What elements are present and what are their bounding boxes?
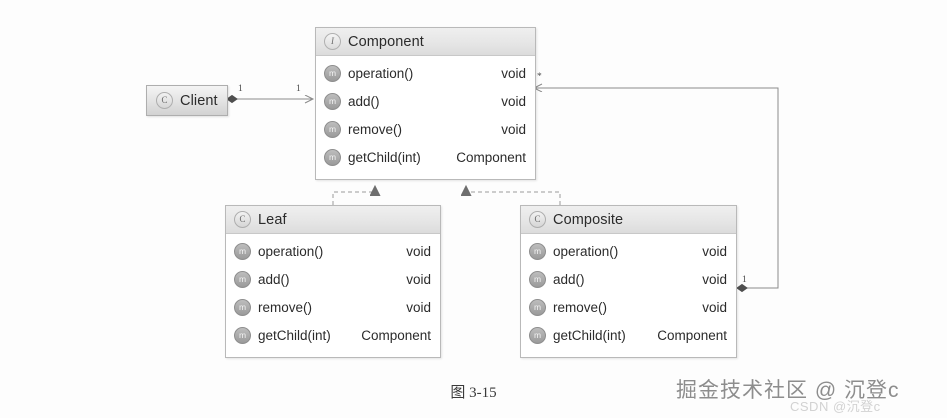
member-name: getChild(int) [258, 327, 331, 343]
member-type: void [501, 121, 526, 137]
method-icon: m [529, 242, 546, 260]
class-name-leaf: Leaf [258, 211, 287, 228]
member-name: remove() [258, 299, 313, 315]
multiplicity-children-target: * [537, 72, 542, 82]
member-row[interactable]: m remove() void [226, 293, 440, 321]
method-icon: m [234, 326, 251, 344]
class-name-composite: Composite [553, 211, 624, 228]
member-row[interactable]: m operation() void [316, 59, 535, 87]
class-box-leaf[interactable]: C Leaf m operation() void m add() void m… [225, 205, 441, 358]
member-list-composite: m operation() void m add() void m remove… [521, 234, 736, 353]
member-list-component: m operation() void m add() void m remove… [316, 56, 535, 175]
edge-client-component [226, 94, 313, 104]
member-type: void [501, 65, 526, 81]
class-header-leaf: C Leaf [226, 206, 440, 234]
member-name: remove() [553, 299, 608, 315]
member-type: void [702, 271, 727, 287]
class-header-composite: C Composite [521, 206, 736, 234]
member-name: operation() [258, 243, 324, 259]
multiplicity-client-target: 1 [296, 84, 301, 94]
multiplicity-client-source: 1 [238, 84, 243, 94]
watermark: 掘金技术社区 @ 沉登c [676, 379, 900, 402]
aggregation-diamond-client [226, 94, 238, 104]
method-icon: m [324, 92, 341, 110]
member-type: Component [361, 327, 431, 343]
member-row[interactable]: m add() void [316, 87, 535, 115]
method-icon: m [324, 120, 341, 138]
method-icon: m [324, 148, 341, 166]
class-box-component[interactable]: I Component m operation() void m add() v… [315, 27, 536, 180]
figure-caption: 图 3-15 [450, 385, 497, 401]
aggregation-diamond-composite [736, 283, 748, 293]
member-name: add() [553, 271, 585, 287]
class-box-composite[interactable]: C Composite m operation() void m add() v… [520, 205, 737, 358]
method-icon: m [324, 64, 341, 82]
member-row[interactable]: m getChild(int) Component [521, 321, 736, 349]
member-type: void [406, 243, 431, 259]
class-name-component: Component [348, 33, 424, 50]
member-row[interactable]: m remove() void [521, 293, 736, 321]
member-name: add() [258, 271, 290, 287]
member-row[interactable]: m remove() void [316, 115, 535, 143]
member-list-leaf: m operation() void m add() void m remove… [226, 234, 440, 353]
class-box-client[interactable]: C Client [146, 85, 228, 116]
member-type: void [406, 299, 431, 315]
member-name: operation() [553, 243, 619, 259]
member-type: void [406, 271, 431, 287]
member-row[interactable]: m operation() void [226, 237, 440, 265]
class-icon: C [529, 211, 546, 228]
member-name: getChild(int) [348, 149, 421, 165]
method-icon: m [234, 242, 251, 260]
member-type: Component [456, 149, 526, 165]
edge-composite-component [466, 186, 561, 205]
edge-leaf-component [332, 186, 375, 205]
member-type: Component [657, 327, 727, 343]
member-type: void [702, 243, 727, 259]
class-name-client: Client [180, 92, 218, 109]
member-row[interactable]: m add() void [226, 265, 440, 293]
interface-icon: I [324, 33, 341, 50]
member-name: operation() [348, 65, 414, 81]
class-icon: C [234, 211, 251, 228]
member-row[interactable]: m add() void [521, 265, 736, 293]
member-name: remove() [348, 121, 403, 137]
multiplicity-children-source: 1 [742, 275, 747, 285]
method-icon: m [234, 270, 251, 288]
member-type: void [702, 299, 727, 315]
member-type: void [501, 93, 526, 109]
method-icon: m [234, 298, 251, 316]
method-icon: m [529, 298, 546, 316]
method-icon: m [529, 270, 546, 288]
watermark-secondary: CSDN @沉登c [790, 399, 881, 414]
class-icon: C [156, 92, 173, 109]
member-row[interactable]: m getChild(int) Component [316, 143, 535, 171]
member-row[interactable]: m operation() void [521, 237, 736, 265]
method-icon: m [529, 326, 546, 344]
member-row[interactable]: m getChild(int) Component [226, 321, 440, 349]
class-header-component: I Component [316, 28, 535, 56]
member-name: add() [348, 93, 380, 109]
member-name: getChild(int) [553, 327, 626, 343]
